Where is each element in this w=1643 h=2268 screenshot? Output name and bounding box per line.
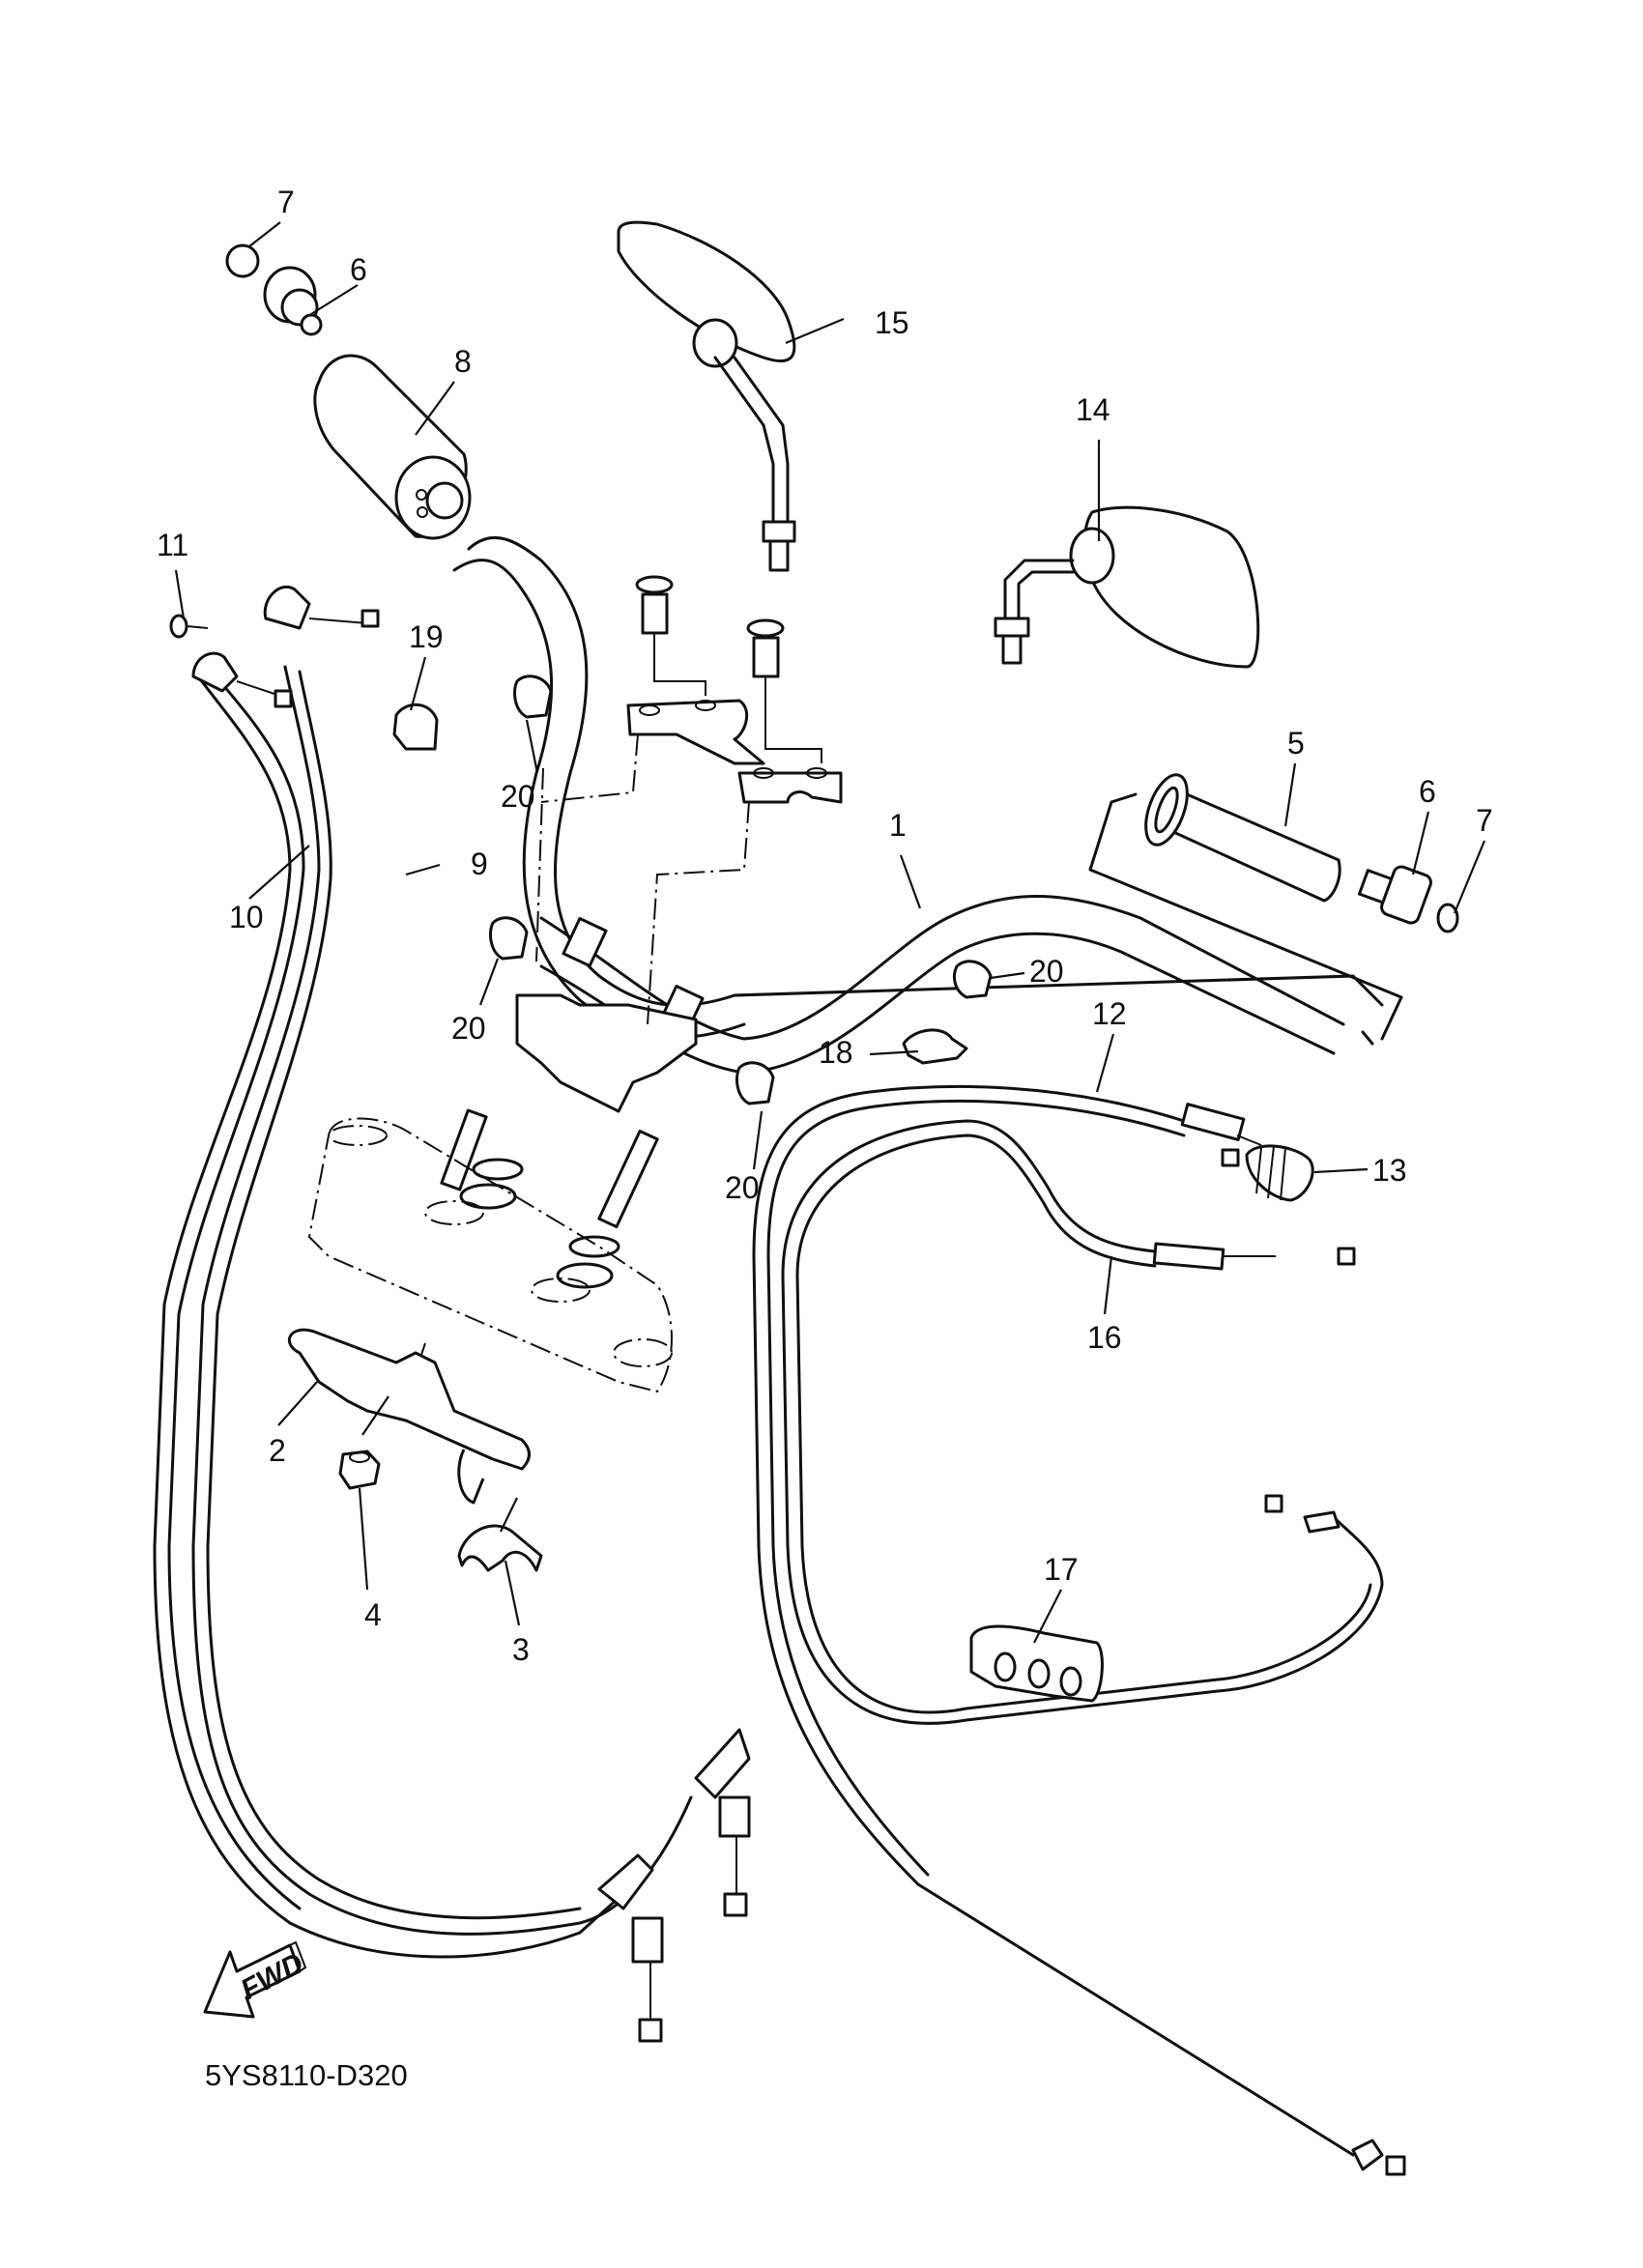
callout-15: 15	[875, 305, 909, 340]
throttle-grip[interactable]	[313, 354, 472, 540]
throttle-cable-ends-bottom	[597, 1728, 751, 2043]
callout-9: 9	[471, 847, 488, 881]
throttle-cables[interactable]	[153, 665, 693, 1959]
clamp-19[interactable]	[392, 703, 439, 751]
under-bracket[interactable]	[307, 1117, 673, 1393]
callout-5: 5	[1287, 726, 1305, 761]
mirror-right[interactable]	[994, 505, 1260, 669]
cable-fittings-right	[1152, 1103, 1406, 2176]
callout-13: 13	[1372, 1153, 1407, 1188]
throttle-cable-ends-top	[191, 585, 380, 708]
clamp-20b[interactable]	[489, 916, 529, 961]
callout-12: 12	[1092, 996, 1127, 1031]
callout-11: 11	[157, 528, 188, 562]
clutch-and-choke-cables[interactable]	[752, 1084, 1384, 2157]
grip-right[interactable]	[1138, 769, 1341, 903]
screw[interactable]	[169, 614, 209, 639]
nut[interactable]	[338, 1450, 381, 1490]
callout-18: 18	[819, 1035, 853, 1070]
cap-right[interactable]	[1436, 903, 1459, 933]
leader-lines	[174, 221, 1486, 1644]
cable-boot[interactable]	[1245, 1144, 1314, 1202]
clamp-18[interactable]	[902, 1028, 968, 1065]
clamp-20d[interactable]	[735, 1061, 775, 1105]
callout-20-a: 20	[501, 779, 535, 814]
callout-20-b: 20	[451, 1011, 486, 1046]
diagram-code: 5YS8110-D320	[205, 2058, 408, 2092]
callout-2: 2	[269, 1433, 286, 1468]
callout-8: 8	[454, 344, 472, 379]
lower-holder[interactable]	[440, 993, 698, 1289]
cable-holder[interactable]	[969, 1624, 1104, 1703]
clamp-20a[interactable]	[513, 675, 553, 719]
callout-10: 10	[229, 900, 264, 934]
callout-3: 3	[512, 1632, 530, 1667]
cap-left[interactable]	[225, 244, 260, 278]
callout-14: 14	[1076, 392, 1110, 427]
grip-end-left[interactable]	[263, 266, 323, 336]
cable-clamp[interactable]	[457, 1524, 543, 1572]
mirror-left[interactable]	[617, 220, 796, 572]
callout-17: 17	[1044, 1552, 1079, 1587]
callout-7-left: 7	[277, 185, 295, 219]
callout-1: 1	[889, 808, 907, 843]
callout-16: 16	[1087, 1320, 1122, 1355]
upper-handlebar-holders[interactable]	[626, 575, 843, 804]
callout-20-d: 20	[725, 1170, 760, 1205]
clamp-20c[interactable]	[953, 960, 993, 999]
callout-6-right: 6	[1419, 774, 1436, 809]
callout-4: 4	[364, 1597, 382, 1632]
grip-end-right[interactable]	[1357, 865, 1432, 926]
callout-7-right: 7	[1476, 803, 1493, 838]
callout-19: 19	[409, 619, 444, 654]
callout-6-left: 6	[350, 252, 367, 287]
grip-bracket-outline	[1088, 792, 1403, 1046]
cable-guide-bracket[interactable]	[287, 1328, 531, 1505]
fwd-arrow-icon: FWD	[203, 1940, 309, 2019]
callout-20-c: 20	[1029, 954, 1064, 989]
